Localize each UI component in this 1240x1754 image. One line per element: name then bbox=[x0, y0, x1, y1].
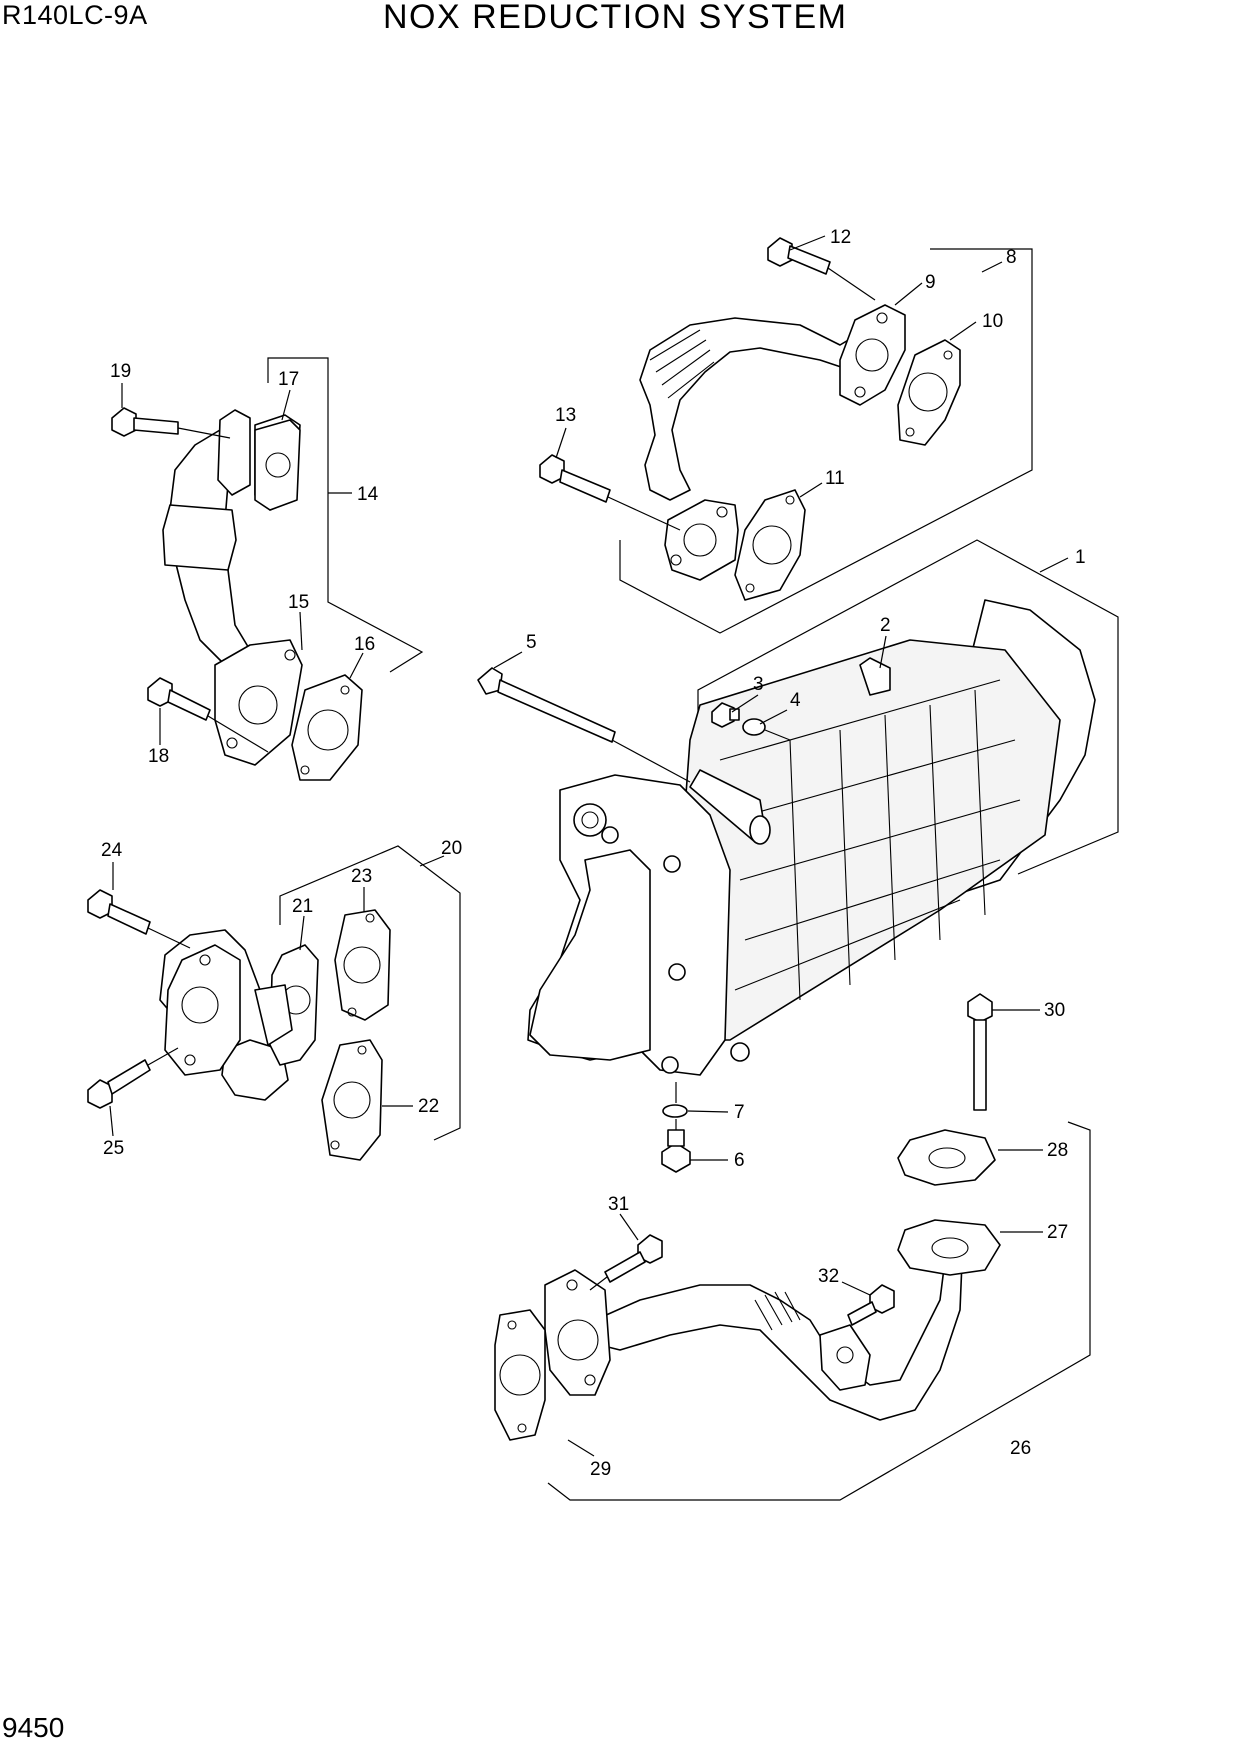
egr-pipe-26 bbox=[544, 1219, 1001, 1421]
group-bracket-20 bbox=[279, 845, 461, 1141]
group-bracket-26 bbox=[547, 1121, 1091, 1501]
bolt-30 bbox=[967, 993, 993, 1111]
gasket-28 bbox=[897, 1129, 996, 1186]
gasket-29 bbox=[494, 1309, 546, 1441]
gasket-17 bbox=[254, 419, 301, 511]
bolt-13 bbox=[539, 454, 611, 503]
drain-plug-6 bbox=[661, 1129, 691, 1173]
callout-10: 10 bbox=[982, 311, 1003, 332]
page-number: 9450 bbox=[2, 1712, 65, 1743]
o-ring-7 bbox=[662, 1104, 688, 1118]
callout-1: 1 bbox=[1075, 547, 1086, 568]
bolt-25 bbox=[87, 1059, 151, 1109]
bolt-18 bbox=[147, 677, 211, 721]
callout-3: 3 bbox=[753, 674, 764, 695]
callout-9: 9 bbox=[925, 272, 936, 293]
gasket-11 bbox=[734, 489, 806, 601]
callout-23: 23 bbox=[351, 866, 372, 887]
callout-29: 29 bbox=[590, 1459, 611, 1480]
callout-31: 31 bbox=[608, 1194, 629, 1215]
callout-11: 11 bbox=[825, 468, 845, 489]
plug-3 bbox=[711, 702, 740, 728]
callout-19: 19 bbox=[110, 361, 131, 382]
callout-24: 24 bbox=[101, 840, 123, 861]
callout-28: 28 bbox=[1047, 1140, 1068, 1161]
bolt-31 bbox=[604, 1234, 663, 1283]
callout-12: 12 bbox=[830, 227, 851, 248]
egr-pipe-20 bbox=[159, 929, 319, 1101]
gasket-23 bbox=[334, 909, 391, 1021]
bolt-5 bbox=[477, 667, 616, 743]
callout-20: 20 bbox=[441, 838, 462, 859]
egr-cooler bbox=[527, 599, 1096, 1076]
callout-13: 13 bbox=[555, 405, 576, 426]
group-bracket-1 bbox=[697, 539, 1119, 875]
callout-32: 32 bbox=[818, 1266, 839, 1287]
callout-14: 14 bbox=[357, 484, 379, 505]
bolt-32 bbox=[847, 1284, 895, 1326]
callout-8: 8 bbox=[1006, 247, 1017, 268]
callout-18: 18 bbox=[148, 746, 169, 767]
model-code: R140LC-9A bbox=[2, 0, 148, 30]
callout-22: 22 bbox=[418, 1096, 439, 1117]
callout-27: 27 bbox=[1047, 1222, 1068, 1243]
callout-7: 7 bbox=[734, 1102, 745, 1123]
gasket-16 bbox=[291, 674, 363, 781]
o-ring-4 bbox=[742, 718, 766, 736]
callout-15: 15 bbox=[288, 592, 309, 613]
callout-30: 30 bbox=[1044, 1000, 1065, 1021]
callout-6: 6 bbox=[734, 1150, 745, 1171]
gasket-22 bbox=[321, 1039, 383, 1161]
part-2-tube bbox=[689, 657, 891, 845]
group-bracket-14 bbox=[267, 357, 424, 673]
callout-5: 5 bbox=[526, 632, 537, 653]
callout-21: 21 bbox=[292, 896, 313, 917]
egr-pipe-8 bbox=[639, 304, 906, 581]
callout-2: 2 bbox=[880, 615, 891, 636]
callout-16: 16 bbox=[354, 634, 375, 655]
gasket-10 bbox=[897, 339, 961, 446]
callout-25: 25 bbox=[103, 1138, 124, 1159]
bolt-24 bbox=[87, 889, 151, 935]
page-title: NOX REDUCTION SYSTEM bbox=[383, 0, 848, 36]
callout-26: 26 bbox=[1010, 1438, 1031, 1459]
callout-4: 4 bbox=[790, 690, 801, 711]
bolt-19 bbox=[111, 407, 179, 437]
group-bracket-8 bbox=[619, 248, 1033, 634]
callout-17: 17 bbox=[278, 369, 299, 390]
bolt-12 bbox=[767, 237, 831, 275]
